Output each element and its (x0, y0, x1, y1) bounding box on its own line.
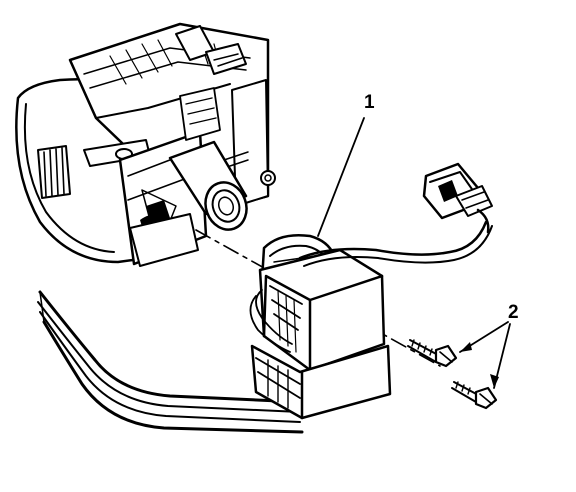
callout-1-label: 1 (364, 92, 375, 113)
mounting-bolts (407, 339, 498, 410)
callout-1-leader (317, 117, 365, 237)
callout-2: 2 (459, 302, 519, 389)
callout-1: 1 (317, 92, 375, 237)
mounting-rail (37, 290, 304, 434)
steering-column-housing (15, 22, 276, 267)
wire-harness-connector (422, 162, 493, 234)
switch-module (249, 220, 493, 420)
callout-2-label: 2 (508, 302, 519, 323)
